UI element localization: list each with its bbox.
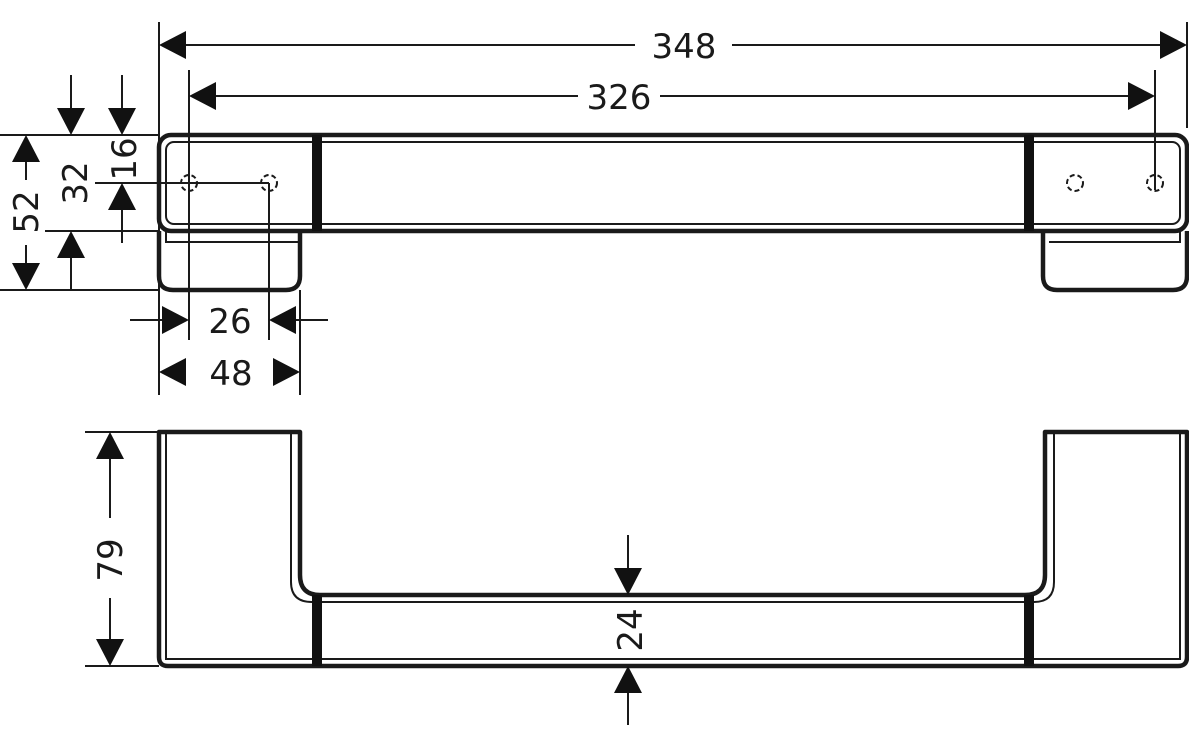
side-right-separator — [1024, 595, 1034, 666]
right-foot-inner — [1049, 231, 1181, 243]
dim-26: 26 — [130, 302, 328, 342]
dim-label-bar-thickness: 24 — [611, 608, 651, 651]
side-view: 79 24 — [85, 429, 1189, 725]
left-foot — [156, 231, 303, 293]
profile-inner-curve-right — [1033, 432, 1055, 603]
hole-right-inner — [1066, 174, 1084, 192]
dim-79: 79 — [91, 432, 131, 666]
dim-label-height-offset: 16 — [105, 137, 145, 180]
top-view: 348 326 26 48 — [0, 22, 1189, 395]
dim-label-overall-length: 348 — [652, 27, 717, 67]
profile-inner-curve-left — [290, 432, 313, 603]
dim-32: 32 — [56, 75, 96, 290]
dim-label-height-total: 52 — [7, 190, 47, 233]
dim-16: 16 — [105, 75, 145, 243]
dim-348: 348 — [159, 27, 1187, 67]
profile-inner-right — [1034, 432, 1181, 660]
right-foot — [1040, 231, 1189, 293]
dim-label-height-bar: 32 — [56, 161, 96, 204]
hole-right-outer — [1146, 174, 1164, 192]
dim-label-hole-offset: 26 — [208, 302, 251, 342]
dim-label-hole-spacing: 326 — [587, 78, 652, 118]
left-separator — [312, 135, 322, 231]
dim-326: 326 — [189, 78, 1155, 118]
dim-48: 48 — [159, 354, 300, 394]
dim-label-foot-width: 48 — [209, 354, 252, 394]
dim-label-depth: 79 — [91, 538, 131, 581]
profile-inner-left — [165, 432, 312, 660]
dim-24: 24 — [611, 535, 651, 725]
right-separator — [1024, 135, 1034, 231]
side-left-separator — [312, 595, 322, 666]
dim-52: 52 — [7, 135, 47, 290]
profile-outline — [156, 429, 1189, 669]
left-foot-inner — [165, 231, 300, 243]
